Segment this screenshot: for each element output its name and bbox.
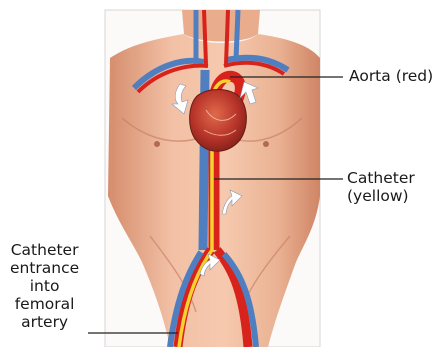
catheter-entrance-label: Catheter entrance into femoral artery	[10, 241, 79, 331]
catheter-label-line-2: (yellow)	[347, 187, 409, 205]
right-nipple	[263, 141, 269, 147]
entrance-label-line-4: femoral	[10, 295, 79, 313]
entrance-label-line-3: into	[10, 277, 79, 295]
catheter-label-line-1: Catheter	[347, 169, 415, 187]
aorta-label: Aorta (red)	[349, 67, 433, 85]
jugular-vein-right	[236, 10, 238, 60]
catheter-label: Catheter (yellow)	[347, 169, 415, 205]
left-nipple	[154, 141, 160, 147]
entrance-label-line-1: Catheter	[10, 241, 79, 259]
entrance-label-line-5: artery	[10, 313, 79, 331]
carotid-artery-left	[204, 10, 206, 64]
entrance-label-line-2: entrance	[10, 259, 79, 277]
heart	[190, 90, 247, 152]
carotid-artery-right	[226, 10, 228, 64]
